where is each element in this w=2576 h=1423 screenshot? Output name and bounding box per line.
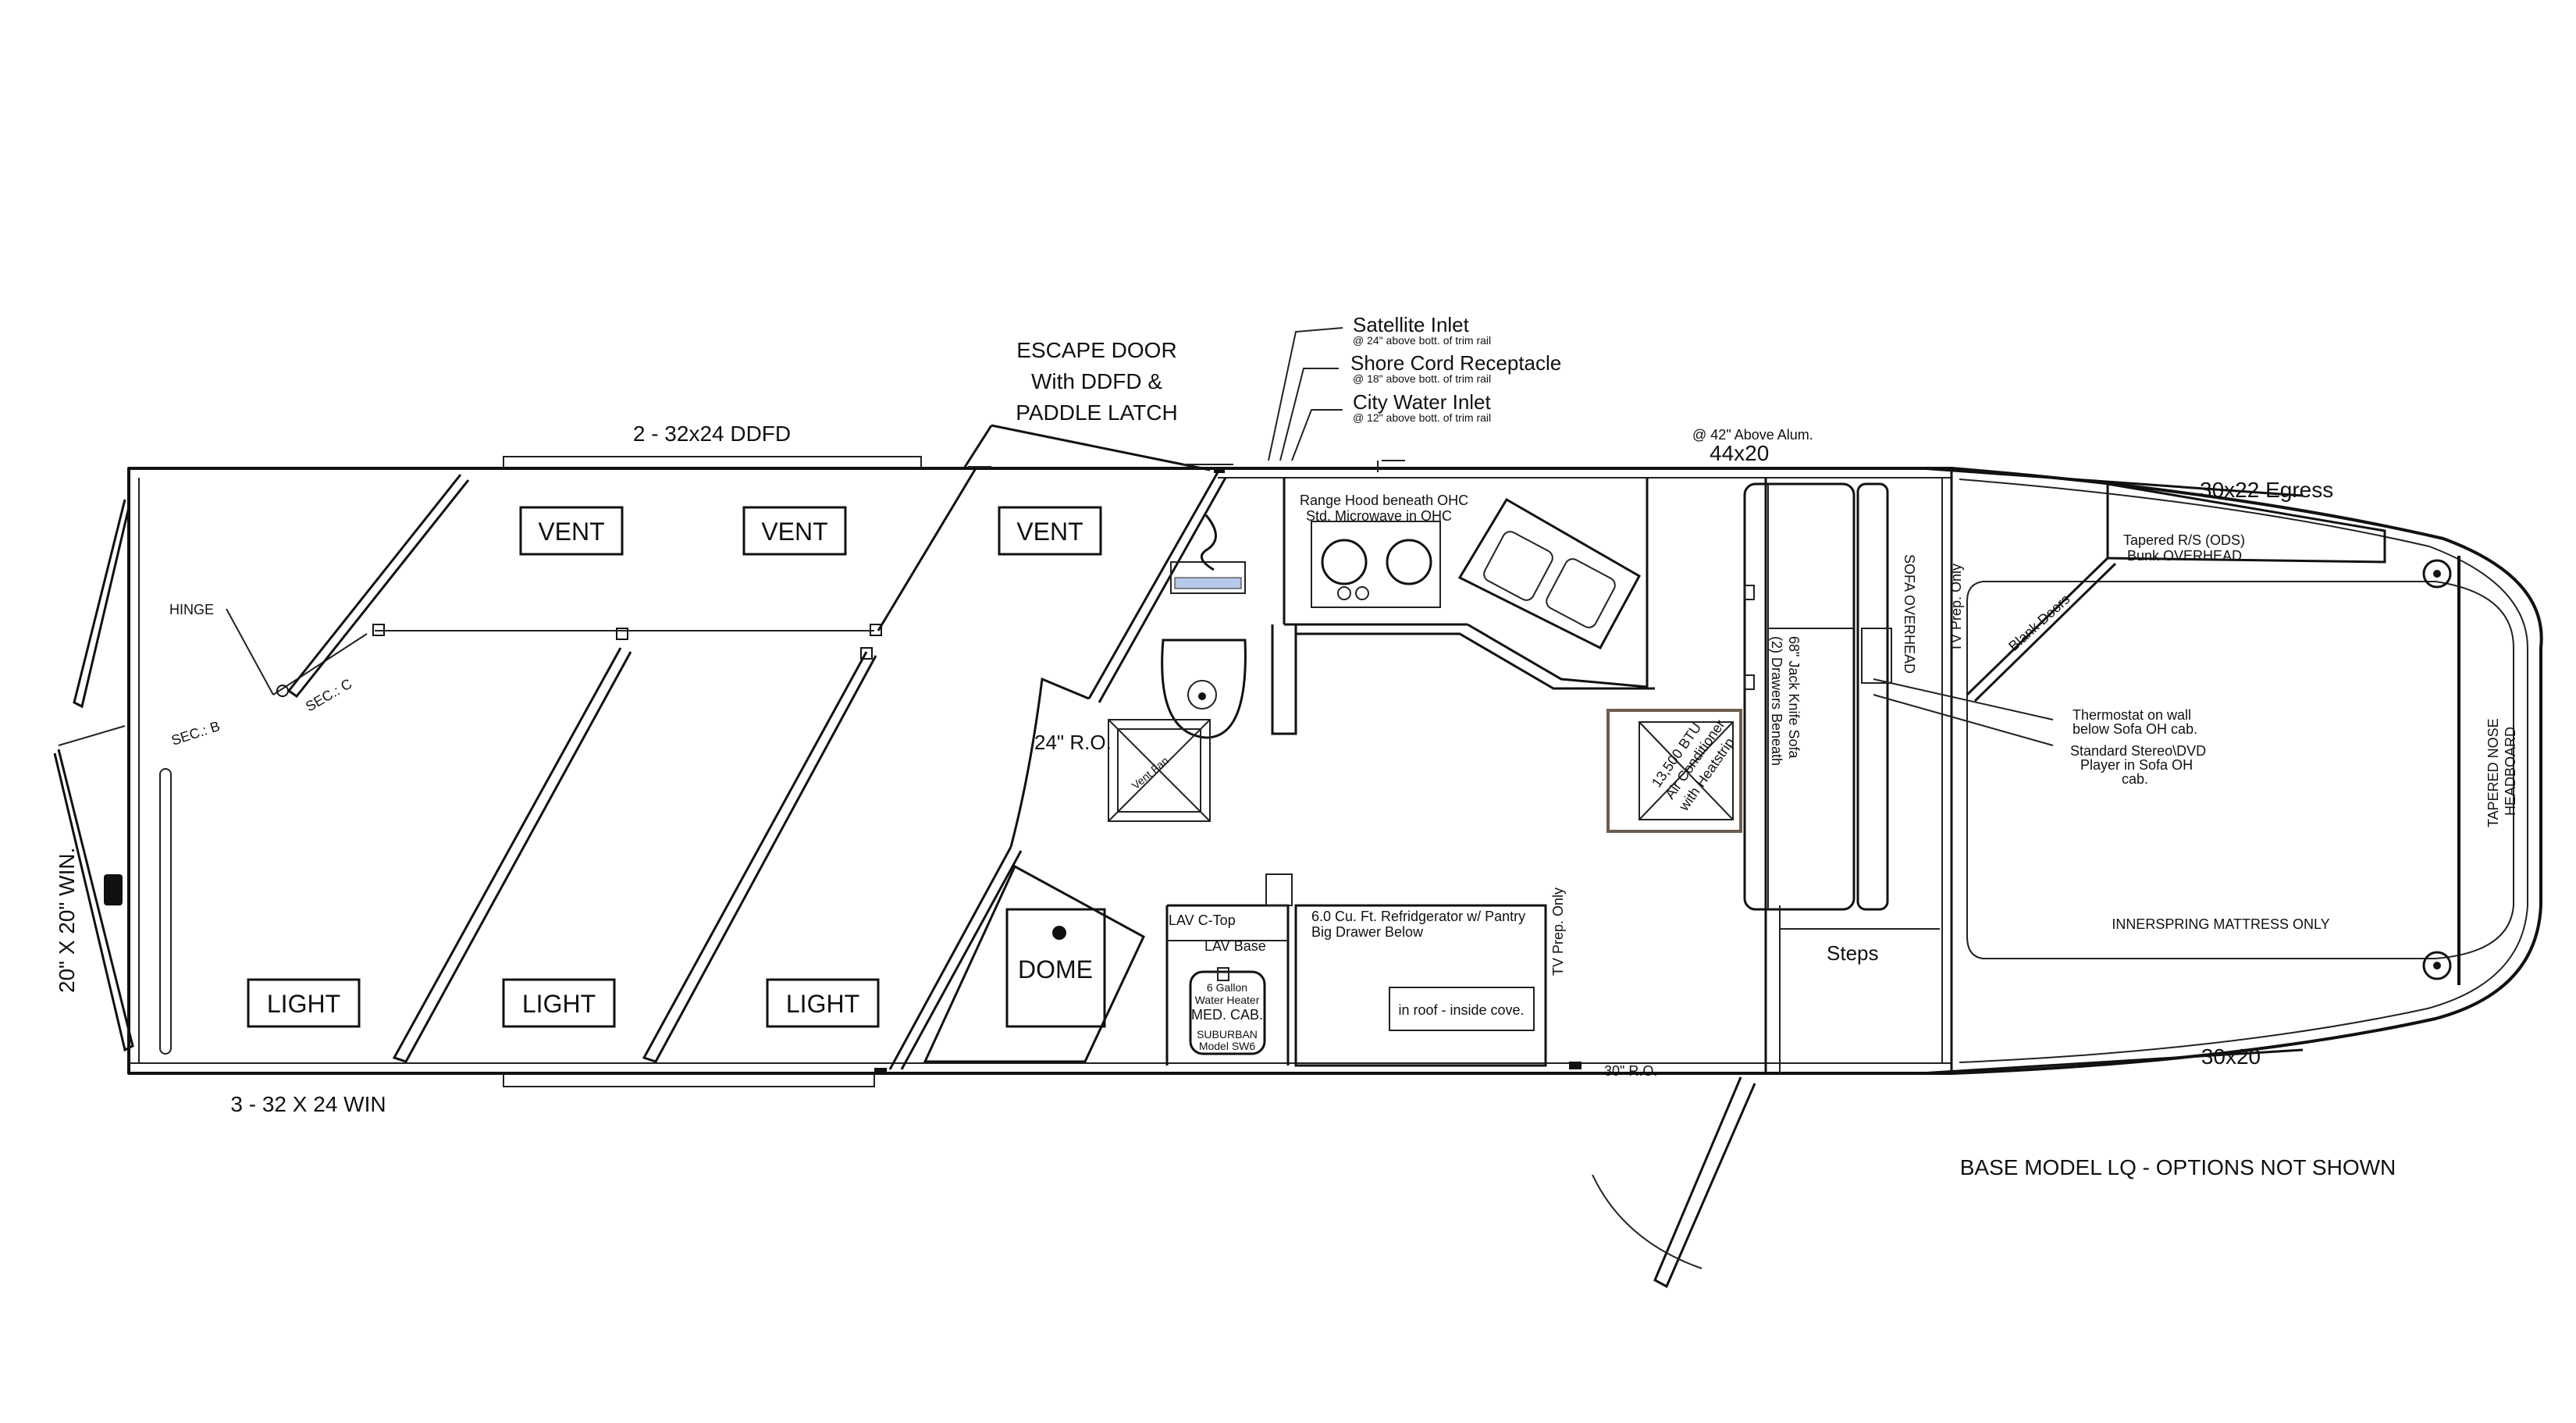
range-hood-label-2: Std. Microwave in OHC bbox=[1306, 508, 1452, 524]
vent-label: VENT bbox=[538, 518, 604, 546]
tv-prep-label-2: TV Prep. Only bbox=[1948, 564, 1964, 652]
window-frames bbox=[503, 456, 2304, 1087]
light-label: LIGHT bbox=[786, 990, 859, 1018]
dome-label: DOME bbox=[1018, 955, 1093, 984]
thermostat-label: Thermostat on wall bbox=[2073, 707, 2191, 723]
ro-30-label: 30" R.O. bbox=[1604, 1063, 1657, 1079]
light-label: LIGHT bbox=[522, 990, 596, 1018]
thermostat-label-2: below Sofa OH cab. bbox=[2073, 721, 2197, 737]
water-heater-label: 6 Gallon bbox=[1207, 981, 1247, 994]
med-cab-label: MED. CAB. bbox=[1191, 1007, 1263, 1023]
ro-24-label: 24" R.O. bbox=[1034, 731, 1112, 754]
sec-b-label: SEC.: B bbox=[169, 718, 222, 749]
city-water-note: @ 12" above bott. of trim rail bbox=[1353, 411, 1491, 424]
light-marker-2: LIGHT bbox=[502, 978, 616, 1028]
sofa-label: 68" Jack Knife Sofa bbox=[1786, 636, 1802, 759]
suburban-label-2: Model SW6 bbox=[1199, 1040, 1256, 1052]
bunk-label: Tapered R/S (ODS) bbox=[2123, 532, 2245, 548]
egress-window-label: 30x22 Egress bbox=[2200, 478, 2333, 502]
stereo-label-2: Player in Sofa OH bbox=[2080, 757, 2193, 773]
vent-marker-3: VENT bbox=[998, 506, 1102, 556]
escape-door-label-3: PADDLE LATCH bbox=[1016, 400, 1177, 425]
shore-cord-note: @ 18" above bott. of trim rail bbox=[1353, 372, 1491, 385]
stall-dividers bbox=[159, 468, 977, 1063]
sofa-label-2: (2) Drawers Beneath bbox=[1769, 636, 1784, 766]
lq-interior bbox=[874, 327, 2514, 1289]
window-30x20-label: 30x20 bbox=[2201, 1044, 2261, 1069]
vent-fan-label: Vent Fan bbox=[1130, 754, 1171, 792]
rear-doors bbox=[53, 499, 368, 1052]
steps-label: Steps bbox=[1827, 941, 1879, 965]
water-heater-label-2: Water Heater bbox=[1195, 994, 1260, 1006]
ddfd-windows-label: 2 - 32x24 DDFD bbox=[633, 422, 791, 446]
rear-window-label: 20" X 20" WIN. bbox=[55, 848, 79, 993]
stereo-label: Standard Stereo\DVD bbox=[2070, 743, 2206, 759]
lav-base-label: LAV Base bbox=[1204, 938, 1266, 954]
blank-doors-label: Blank Doors bbox=[2005, 592, 2073, 654]
satellite-inlet-note: @ 24" above bott. of trim rail bbox=[1353, 334, 1491, 347]
suburban-label: SUBURBAN bbox=[1197, 1028, 1258, 1041]
sofa-overhead-label: SOFA OVERHEAD bbox=[1902, 554, 1917, 674]
escape-door-label-2: With DDFD & bbox=[1031, 369, 1162, 393]
base-model-note: BASE MODEL LQ - OPTIONS NOT SHOWN bbox=[1960, 1155, 2396, 1179]
in-roof-label: in roof - inside cove. bbox=[1398, 1002, 1524, 1018]
vent-label: VENT bbox=[761, 518, 827, 546]
vent-label: VENT bbox=[1016, 518, 1083, 546]
hinge-label: HINGE bbox=[169, 602, 214, 617]
escape-door bbox=[888, 424, 1227, 1070]
refrigerator-label-2: Big Drawer Below bbox=[1311, 924, 1424, 940]
light-label: LIGHT bbox=[267, 990, 340, 1018]
stereo-label-3: cab. bbox=[2122, 771, 2148, 787]
city-water-label: City Water Inlet bbox=[1353, 390, 1492, 414]
bunk-label-2: Bunk OVERHEAD bbox=[2127, 548, 2242, 564]
tv-prep-label: TV Prep. Only bbox=[1550, 888, 1566, 976]
mattress-label: INNERSPRING MATTRESS ONLY bbox=[2112, 916, 2329, 932]
vent-marker-2: VENT bbox=[742, 506, 847, 556]
shore-cord-label: Shore Cord Receptacle bbox=[1350, 351, 1561, 375]
trailer-outer-wall bbox=[127, 467, 2543, 1075]
alum-note: @ 42" Above Alum. bbox=[1692, 427, 1813, 443]
escape-door-label: ESCAPE DOOR bbox=[1016, 338, 1176, 362]
headboard-label: TAPERED NOSE bbox=[2485, 718, 2501, 827]
window-44x20-label: 44x20 bbox=[1710, 441, 1769, 465]
light-marker-1: LIGHT bbox=[247, 978, 361, 1028]
vent-marker-1: VENT bbox=[519, 506, 624, 556]
refrigerator-label: 6.0 Cu. Ft. Refridgerator w/ Pantry bbox=[1311, 909, 1525, 924]
side-windows-label: 3 - 32 X 24 WIN bbox=[230, 1092, 386, 1116]
light-marker-3: LIGHT bbox=[766, 978, 880, 1028]
sec-c-label: SEC.: C bbox=[303, 676, 354, 715]
headboard-label-2: HEADBOARD bbox=[2503, 727, 2518, 816]
range-hood-label: Range Hood beneath OHC bbox=[1300, 493, 1468, 508]
satellite-inlet-label: Satellite Inlet bbox=[1353, 313, 1470, 336]
lav-ctop-label: LAV C-Top bbox=[1169, 912, 1236, 928]
